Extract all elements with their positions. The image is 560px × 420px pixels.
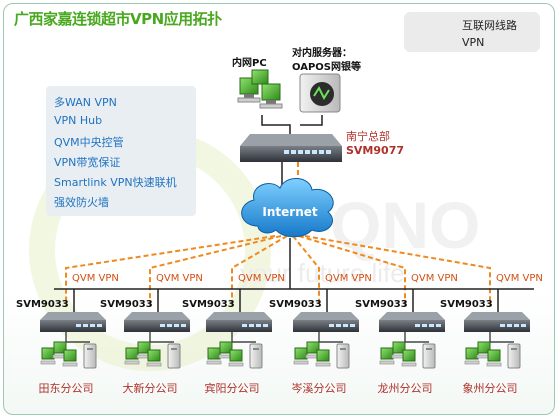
vpn-link-label: QVM VPN: [411, 273, 458, 284]
watermark-logo: QNO: [330, 188, 480, 262]
hq-server-line: [300, 115, 323, 126]
hq-model: SVM9077: [346, 144, 404, 157]
branch-pc-group: [206, 341, 244, 367]
branch-model: SVM9033: [182, 299, 235, 310]
internet-label: Internet: [262, 205, 318, 219]
hq-server-label-line2: OAPOS网银等: [292, 62, 362, 73]
branch-pc-group: [379, 341, 417, 367]
branch-name: 田东分公司: [38, 382, 94, 395]
hq-server: [299, 73, 341, 113]
hq-name: 南宁总部: [346, 130, 390, 143]
branch-server: [507, 343, 521, 369]
branch-vpn-line: [292, 235, 320, 306]
vpn-link-label: QVM VPN: [156, 273, 203, 284]
branch-name: 龙州分公司: [377, 382, 433, 395]
branch-pc-group: [124, 341, 162, 367]
feature-item: 多WAN VPN: [54, 96, 117, 109]
branch-server: [422, 343, 436, 369]
branch-pc-group: [293, 341, 331, 367]
branch-name: 大新分公司: [122, 382, 178, 395]
legend-internet-label: 互联网线路: [462, 19, 517, 32]
hq-lan-line: [261, 115, 291, 134]
hq-pc-group: [237, 69, 283, 109]
feature-item: VPN带宽保证: [54, 156, 121, 169]
feature-item: Smartlink VPN快速联机: [54, 176, 177, 189]
branch-router: [293, 312, 359, 343]
branch-model: SVM9033: [269, 299, 322, 310]
branch-devices: [40, 312, 530, 369]
branch-pc-group: [464, 341, 502, 367]
branch-vpn-line: [65, 235, 276, 306]
branch-router: [206, 312, 272, 343]
hq-pc-label: 内网PC: [232, 58, 267, 69]
diagram-title: 广西家嘉连锁超市VPN应用拓扑: [14, 10, 222, 28]
feature-list: 多WAN VPN VPN Hub QVM中央控管 VPN带宽保证 Smartli…: [46, 86, 196, 216]
hq-router-svm9077: [240, 134, 342, 162]
branch-pc-group: [40, 341, 78, 367]
branch-server: [249, 343, 263, 369]
branch-vpn-line: [304, 235, 491, 306]
branch-vpn-line: [149, 235, 282, 306]
branch-router: [379, 312, 445, 343]
branch-model: SVM9033: [355, 299, 408, 310]
feature-item: 强效防火墙: [54, 196, 109, 209]
internet-cloud: [241, 178, 334, 238]
vpn-link-label: QVM VPN: [496, 273, 543, 284]
feature-item: QVM中央控管: [54, 136, 124, 149]
bus-drops: [73, 289, 499, 312]
branch-vpn-line: [298, 235, 406, 306]
branch-router: [464, 312, 530, 343]
vpn-link-label: QVM VPN: [238, 273, 285, 284]
branch-name: 宾阳分公司: [204, 382, 260, 395]
vpn-fanout: [65, 235, 491, 306]
legend: 互联网线路 VPN: [404, 12, 540, 52]
hq-server-label-line1: 对内服务器：: [292, 48, 352, 59]
branch-server: [83, 343, 97, 369]
branch-model: SVM9033: [440, 299, 493, 310]
vpn-link-label: QVM VPN: [72, 273, 119, 284]
branch-vpn-line: [231, 235, 288, 306]
branch-router: [40, 312, 106, 343]
watermark-tagline: your future life: [240, 258, 405, 288]
branch-name: 岑溪分公司: [291, 382, 347, 395]
vpn-link-label: QVM VPN: [325, 273, 372, 284]
legend-vpn-label: VPN: [462, 36, 485, 49]
branch-name: 象州分公司: [462, 382, 518, 395]
branch-model: SVM9033: [100, 299, 153, 310]
feature-item: VPN Hub: [54, 114, 103, 127]
branch-model: SVM9033: [16, 299, 69, 310]
branch-server: [336, 343, 350, 369]
branch-router: [124, 312, 190, 343]
branch-server: [167, 343, 181, 369]
